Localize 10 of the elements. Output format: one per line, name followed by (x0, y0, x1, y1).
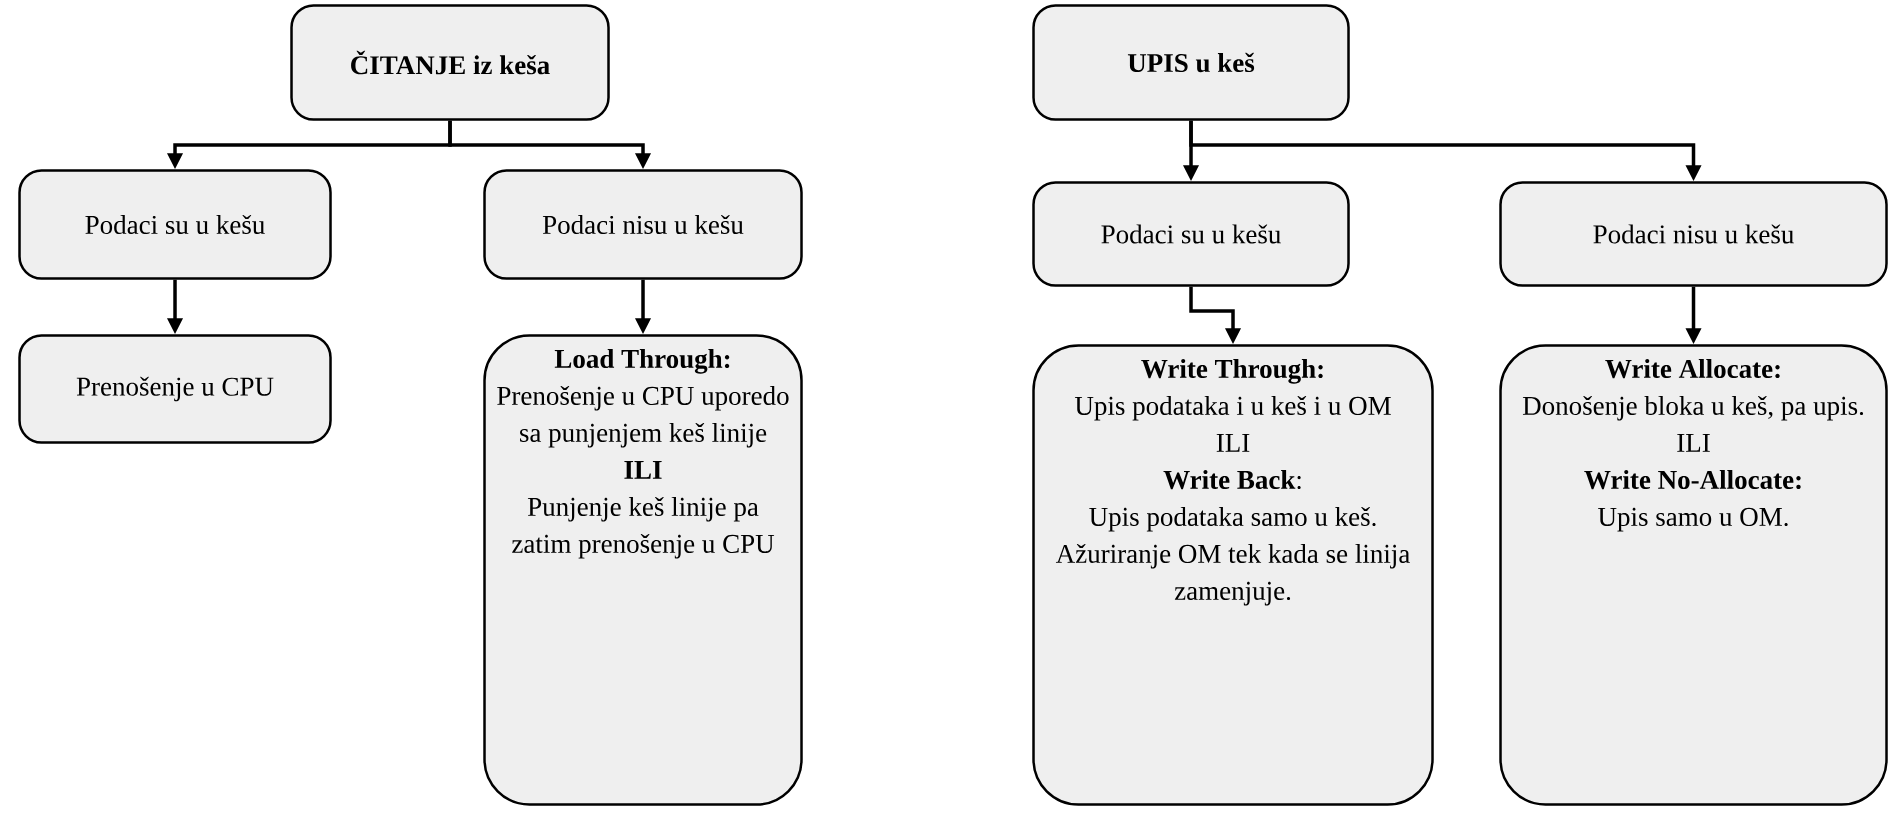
process-box: Podaci su u kešu (1032, 181, 1350, 287)
process-box: Podaci nisu u kešu (1499, 181, 1888, 287)
heading-box: ČITANJE iz keša (290, 4, 610, 121)
process-box: Podaci nisu u kešu (483, 169, 803, 280)
process-box: Prenošenje u CPU (18, 334, 332, 444)
process-box: Write Through: Upis podataka i u keš i u OM ILI Write Back: Upis podataka samo u keš. Ažuriranje OM tek kada se linija zamenjuje. (1032, 344, 1434, 806)
heading-box: UPIS u keš (1032, 4, 1350, 121)
process-box: Podaci su u kešu (18, 169, 332, 280)
process-box: Load Through: Prenošenje u CPU uporedo sa punjenjem keš linije ILI Punjenje keš linije pa zatim prenošenje u CPU (483, 334, 803, 806)
process-box: Write Allocate: Donošenje bloka u keš, pa upis. ILI Write No-Allocate: Upis samo u OM. (1499, 344, 1888, 806)
